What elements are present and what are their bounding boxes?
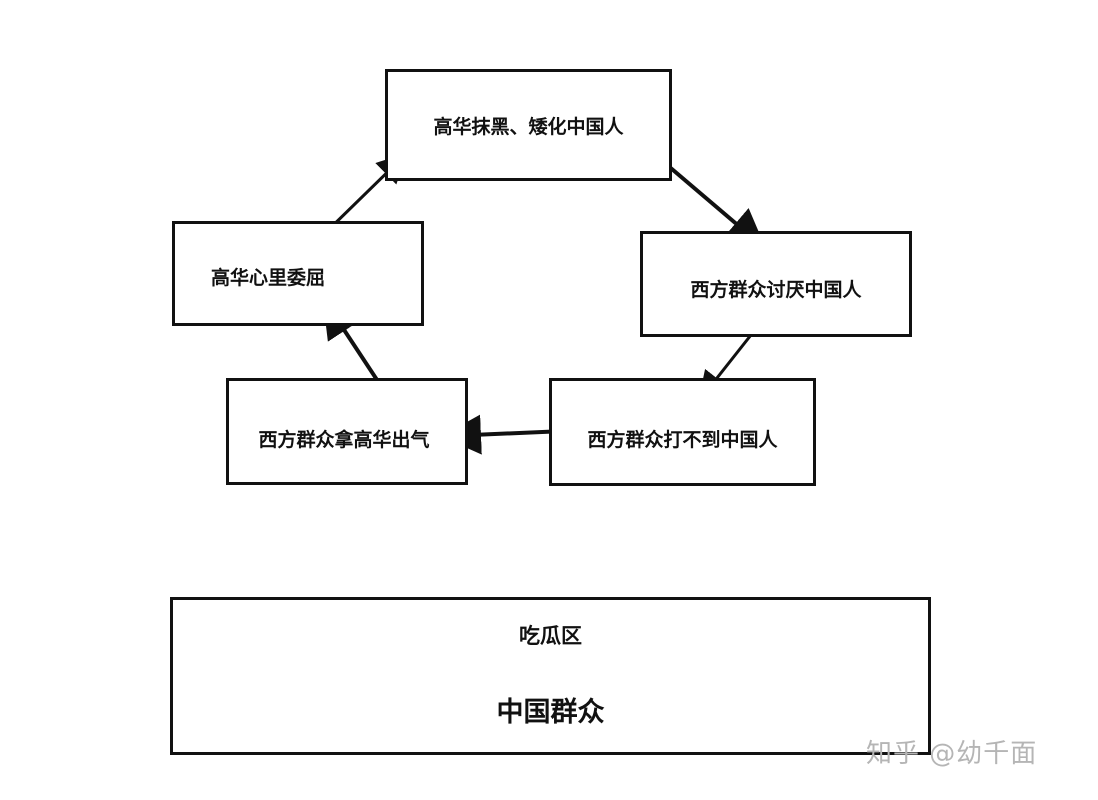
node-right-label: 西方群众讨厌中国人 bbox=[690, 279, 862, 301]
node-right: 西方群众讨厌中国人 bbox=[640, 231, 912, 337]
node-top: 高华抹黑、矮化中国人 bbox=[385, 69, 672, 181]
onlooker-panel: 吃瓜区 中国群众 bbox=[170, 597, 931, 755]
onlooker-panel-title: 吃瓜区 bbox=[519, 624, 582, 648]
node-bottom-right: 西方群众打不到中国人 bbox=[549, 378, 816, 486]
node-bottom-left: 西方群众拿高华出气 bbox=[226, 378, 468, 485]
node-bottom-right-label: 西方群众打不到中国人 bbox=[587, 429, 778, 451]
node-left: 高华心里委屈 bbox=[172, 221, 424, 326]
node-left-label: 高华心里委屈 bbox=[210, 267, 325, 289]
onlooker-panel-label: 中国群众 bbox=[496, 697, 605, 728]
node-bottom-left-label: 西方群众拿高华出气 bbox=[258, 429, 430, 451]
arrow-bottom-right-to-bottom-left bbox=[441, 414, 566, 455]
node-top-label: 高华抹黑、矮化中国人 bbox=[433, 116, 624, 138]
watermark: 知乎 @幼千面 bbox=[866, 739, 1038, 769]
